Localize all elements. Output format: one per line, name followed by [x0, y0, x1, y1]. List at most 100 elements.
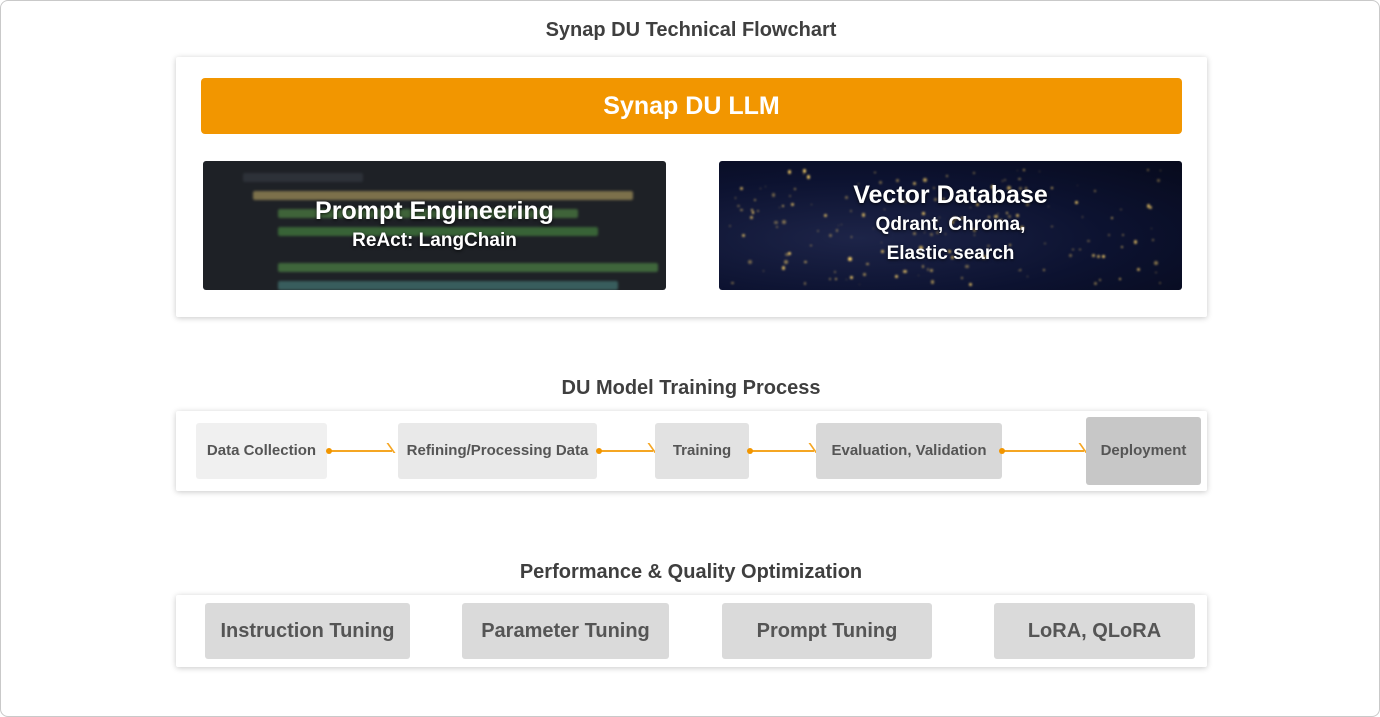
city-light-dot: [1087, 239, 1090, 243]
city-light-dot: [857, 183, 860, 185]
city-light-dot: [866, 262, 869, 266]
city-light-dot: [774, 221, 778, 225]
city-light-dot: [976, 202, 980, 207]
arrow-3: [747, 443, 818, 454]
city-light-dot: [850, 236, 852, 238]
city-light-dot: [883, 209, 885, 211]
city-light-dot: [913, 232, 917, 236]
city-light-dot: [858, 283, 860, 285]
city-light-dot: [987, 245, 990, 248]
city-light-dot: [972, 228, 977, 232]
training-card: Data Collection Refining/Processing Data…: [176, 411, 1207, 491]
city-light-dot: [817, 229, 819, 232]
city-light-dot: [782, 220, 786, 224]
city-light-dot: [840, 223, 842, 225]
city-light-dot: [903, 201, 905, 203]
city-light-dot: [1018, 269, 1020, 272]
city-light-dot: [809, 244, 812, 247]
city-light-dot: [929, 269, 933, 273]
arrow-2: [596, 443, 657, 454]
arrow-1: [326, 443, 396, 454]
city-light-dot: [961, 217, 963, 219]
city-light-dot: [933, 197, 937, 202]
city-light-dot: [1026, 275, 1029, 278]
city-light-dot: [922, 177, 927, 182]
vector-database-line2: Elastic search: [886, 243, 1015, 264]
llm-banner: Synap DU LLM: [201, 78, 1182, 134]
city-light-dot: [778, 206, 780, 209]
city-light-dot: [739, 208, 743, 212]
city-light-dot: [828, 234, 832, 237]
city-light-dot: [946, 174, 949, 177]
city-light-dot: [1154, 260, 1158, 265]
city-light-dot: [1009, 244, 1011, 246]
city-light-dot: [1154, 271, 1157, 274]
city-light-dot: [924, 227, 926, 229]
city-light-dot: [850, 275, 854, 279]
city-light-dot: [1146, 203, 1151, 208]
city-light-dot: [1119, 208, 1122, 211]
city-light-dot: [845, 196, 849, 200]
city-light-dot: [729, 225, 732, 228]
city-light-dot: [939, 216, 941, 218]
city-light-dot: [896, 179, 899, 182]
city-light-dot: [926, 268, 930, 271]
city-light-dot: [935, 219, 938, 222]
city-light-dot: [1051, 187, 1053, 189]
city-light-dot: [751, 211, 755, 214]
arrow-4: [999, 443, 1088, 454]
city-light-dot: [803, 260, 807, 264]
city-light-dot: [787, 170, 792, 174]
city-light-dot: [823, 214, 827, 218]
city-light-dot: [994, 215, 998, 219]
prompt-engineering-tile: Prompt Engineering ReAct: LangChain: [203, 161, 666, 290]
city-light-dot: [968, 282, 972, 286]
city-light-dot: [951, 256, 954, 259]
city-light-dot: [1152, 239, 1155, 242]
city-light-dot: [1051, 225, 1053, 228]
city-light-dot: [904, 200, 907, 203]
city-light-dot: [1042, 269, 1045, 272]
city-light-dot: [907, 194, 910, 197]
city-light-dot: [1119, 278, 1122, 281]
city-light-dot: [1149, 206, 1152, 209]
city-light-dot: [880, 249, 884, 253]
city-light-dot: [794, 188, 797, 191]
city-light-dot: [1020, 226, 1024, 231]
city-light-dot: [834, 270, 837, 274]
city-light-dot: [1110, 216, 1113, 219]
city-light-dot: [919, 246, 924, 250]
city-light-dot: [953, 216, 957, 220]
step-evaluation-validation: Evaluation, Validation: [816, 423, 1002, 479]
vector-database-tile: Vector Database Qdrant, Chroma, Elastic …: [719, 161, 1182, 290]
optimization-title: Performance & Quality Optimization: [519, 561, 863, 583]
city-light-dot: [1146, 169, 1149, 172]
city-light-dot: [930, 280, 935, 284]
city-light-dot: [787, 252, 791, 255]
city-light-dot: [1122, 234, 1124, 236]
city-light-dot: [1082, 216, 1084, 218]
city-light-dot: [739, 186, 743, 190]
city-light-dot: [760, 187, 762, 189]
city-light-dot: [1094, 189, 1097, 192]
city-light-dot: [1158, 282, 1161, 284]
city-light-dot: [863, 273, 867, 277]
city-light-dot: [923, 232, 925, 234]
city-light-dot: [1038, 170, 1041, 173]
flowchart-title: Synap DU Technical Flowchart: [545, 19, 837, 41]
city-light-dot: [1007, 214, 1012, 219]
city-light-dot: [1133, 240, 1138, 244]
city-light-dot: [880, 241, 883, 243]
city-light-dot: [784, 252, 789, 257]
lora-qlora-chip: LoRA, QLoRA: [994, 603, 1195, 659]
city-light-dot: [829, 277, 832, 280]
city-light-dot: [1001, 180, 1003, 182]
step-data-collection: Data Collection: [196, 423, 327, 479]
city-light-dot: [947, 249, 952, 254]
city-light-dot: [1120, 246, 1123, 249]
city-light-dot: [1018, 177, 1021, 181]
city-light-dot: [997, 213, 999, 215]
city-light-dot: [781, 266, 785, 270]
city-light-dot: [838, 224, 840, 226]
